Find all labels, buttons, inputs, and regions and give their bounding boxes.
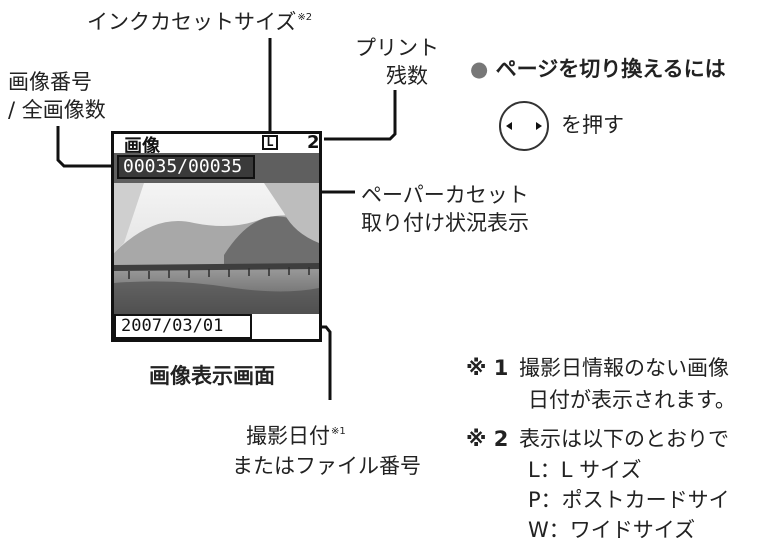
- screen-mode-label: 画像: [124, 136, 160, 157]
- capture-date: 2007/03/01: [114, 314, 252, 339]
- note-1: ※ 1 撮影日情報のない画像: [466, 356, 730, 380]
- screen-caption: 画像表示画面: [149, 364, 275, 388]
- image-number: 00035/00035: [117, 155, 255, 179]
- note-2: ※ 2 表示は以下のとおりで: [466, 427, 730, 451]
- date-bar: 2007/03/01: [114, 314, 319, 339]
- note-2-line3: P：ポストカードサイ: [528, 488, 730, 512]
- bullet-icon: ●: [470, 57, 489, 81]
- image-display-screen: 画像 L 2 00035/00035: [111, 131, 322, 342]
- press-instruction: を押す: [561, 113, 624, 137]
- page-switch-title: ● ページを切り換えるには: [470, 57, 726, 81]
- paper-cassette-label: ペーパーカセット 取り付け状況表示: [361, 183, 529, 235]
- remaining-count: 2: [307, 132, 320, 153]
- cassette-size-icon: L: [262, 135, 278, 150]
- image-number-bar: 00035/00035: [114, 153, 319, 183]
- note-1-line2: 日付が表示されます。: [528, 388, 736, 412]
- screen-header: 画像 L 2: [114, 132, 320, 157]
- print-remaining-label: プリント 残数: [355, 36, 439, 88]
- note-2-line2: L：L サイズ: [528, 458, 642, 482]
- ink-cassette-label: インクカセットサイズ※2: [87, 10, 313, 34]
- photo-thumbnail: [114, 183, 319, 314]
- capture-date-label: 撮影日付※1: [246, 424, 346, 448]
- left-right-button-icon: [499, 101, 549, 151]
- capture-date-label-line2: またはファイル番号: [232, 454, 421, 478]
- note-2-line4: W：ワイドサイズ: [528, 518, 696, 542]
- image-number-label: 画像番号 / 全画像数: [8, 70, 106, 122]
